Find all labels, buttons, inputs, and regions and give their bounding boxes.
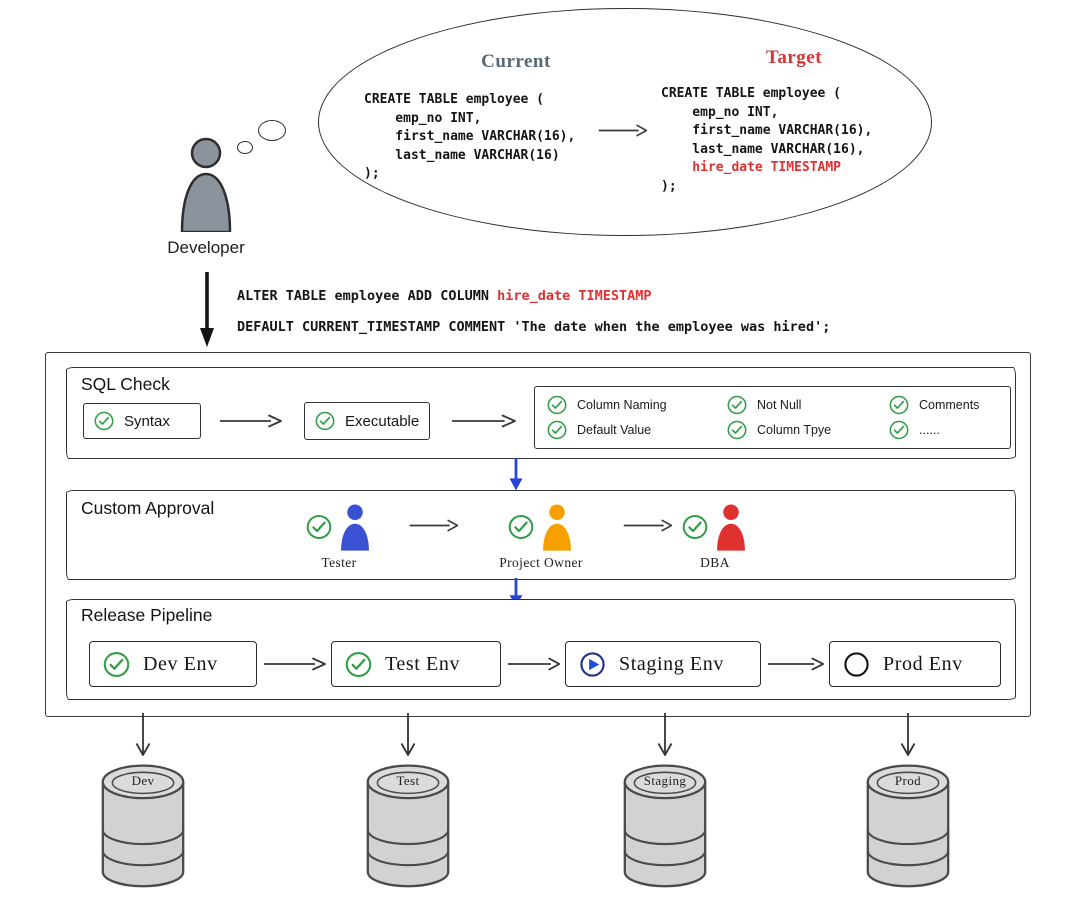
check-icon bbox=[682, 514, 708, 540]
db-arrow-icon bbox=[899, 712, 917, 758]
alter-sql-statement: ALTER TABLE employee ADD COLUMN hire_dat… bbox=[237, 281, 830, 343]
check-icon bbox=[345, 651, 372, 678]
approver-label: Project Owner bbox=[499, 555, 583, 570]
approver-icons bbox=[682, 502, 749, 552]
database-staging: Staging bbox=[617, 757, 713, 891]
flow-arrow-icon bbox=[409, 518, 459, 533]
checklist-item-default-value: Default Value bbox=[547, 420, 727, 440]
stage-label: Prod Env bbox=[883, 652, 963, 675]
check-icon bbox=[306, 514, 332, 540]
flow-arrow-icon bbox=[219, 413, 283, 429]
sql-check-section: SQL Check Syntax Executable Column Namin… bbox=[66, 367, 1016, 459]
alter-line1-prefix: ALTER TABLE employee ADD COLUMN bbox=[237, 288, 498, 304]
alter-line-2: DEFAULT CURRENT_TIMESTAMP COMMENT 'The d… bbox=[237, 319, 831, 335]
stage-dev-env: Dev Env bbox=[89, 641, 257, 687]
stage-staging-env: Staging Env bbox=[565, 641, 761, 687]
target-sql-code: CREATE TABLE employee ( emp_no INT, firs… bbox=[661, 85, 872, 196]
approver-label: DBA bbox=[700, 555, 730, 570]
check-icon bbox=[727, 395, 747, 415]
database-label: Prod bbox=[894, 773, 922, 788]
pending-circle-icon bbox=[843, 651, 870, 678]
check-icon bbox=[315, 411, 335, 431]
check-icon bbox=[508, 514, 534, 540]
custom-approval-section: Custom Approval Tester Project Owner DBA bbox=[66, 490, 1016, 580]
flow-arrow-icon bbox=[263, 656, 327, 672]
stage-prod-env: Prod Env bbox=[829, 641, 1001, 687]
checklist-label: Column Tpye bbox=[757, 422, 832, 437]
developer-flow-arrow-icon bbox=[196, 272, 218, 348]
check-icon bbox=[889, 395, 909, 415]
db-arrow-icon bbox=[134, 712, 152, 758]
blue-flow-arrow-icon bbox=[506, 458, 526, 491]
thought-bubble: Current Target CREATE TABLE employee ( e… bbox=[318, 8, 932, 236]
checklist-label: Column Naming bbox=[577, 398, 667, 413]
database-prod: Prod bbox=[860, 757, 956, 891]
check-icon bbox=[547, 395, 567, 415]
target-label: Target bbox=[765, 47, 823, 68]
approver-dba: DBA bbox=[655, 502, 775, 571]
sql-check-step-syntax: Syntax bbox=[83, 403, 201, 439]
checklist-item-column-type: Column Tpye bbox=[727, 420, 889, 440]
database-label: Test bbox=[396, 773, 420, 788]
checklist-item-not-null: Not Null bbox=[727, 395, 889, 415]
release-pipeline-title: Release Pipeline bbox=[81, 605, 213, 625]
stage-test-env: Test Env bbox=[331, 641, 501, 687]
checklist-label: Not Null bbox=[757, 398, 802, 413]
flow-arrow-icon bbox=[507, 656, 561, 672]
check-icon bbox=[889, 420, 909, 440]
approver-icons bbox=[508, 502, 575, 552]
developer-icon bbox=[180, 137, 232, 232]
custom-approval-title: Custom Approval bbox=[81, 498, 215, 518]
project-owner-person-icon bbox=[539, 503, 575, 551]
db-arrow-icon bbox=[656, 712, 674, 758]
stage-label: Staging Env bbox=[619, 652, 724, 675]
target-sql-highlight: hire_date TIMESTAMP bbox=[661, 160, 842, 175]
approver-project-owner: Project Owner bbox=[471, 502, 611, 571]
approver-label: Tester bbox=[321, 555, 357, 570]
checklist-item-comments: Comments bbox=[889, 395, 998, 415]
database-test: Test bbox=[360, 757, 456, 891]
database-label: Dev bbox=[131, 773, 155, 788]
transform-arrow-icon bbox=[598, 123, 648, 138]
sql-check-title: SQL Check bbox=[81, 374, 170, 394]
checklist-label: ...... bbox=[919, 422, 940, 437]
checklist-label: Default Value bbox=[577, 422, 652, 437]
alter-line1-highlight: hire_date TIMESTAMP bbox=[497, 288, 652, 304]
thought-circle-large bbox=[258, 120, 286, 141]
check-icon bbox=[94, 411, 114, 431]
tester-person-icon bbox=[337, 503, 373, 551]
database-dev: Dev bbox=[95, 757, 191, 891]
stage-label: Dev Env bbox=[143, 652, 218, 675]
target-sql-post: ); bbox=[661, 178, 677, 194]
current-sql-code: CREATE TABLE employee ( emp_no INT, firs… bbox=[364, 92, 576, 181]
rule-checklist-box: Column Naming Not Null Comments Default … bbox=[534, 386, 1011, 449]
current-label: Current bbox=[481, 51, 551, 72]
checklist-label: Comments bbox=[919, 398, 980, 413]
thought-circle-small bbox=[237, 141, 253, 154]
sql-check-step-executable: Executable bbox=[304, 402, 430, 440]
checklist-item-more: ...... bbox=[889, 420, 998, 440]
release-pipeline-section: Release Pipeline Dev Env Test Env Stagin… bbox=[66, 599, 1016, 700]
check-icon bbox=[727, 420, 747, 440]
approver-tester: Tester bbox=[279, 502, 399, 571]
database-label: Staging bbox=[643, 773, 687, 788]
alter-line-1: ALTER TABLE employee ADD COLUMN hire_dat… bbox=[237, 281, 830, 312]
play-icon bbox=[579, 651, 606, 678]
stage-label: Test Env bbox=[385, 652, 461, 675]
check-icon bbox=[103, 651, 130, 678]
checklist-item-column-naming: Column Naming bbox=[547, 395, 727, 415]
target-sql-pre: CREATE TABLE employee ( emp_no INT, firs… bbox=[661, 86, 873, 157]
db-arrow-icon bbox=[399, 712, 417, 758]
flow-arrow-icon bbox=[767, 656, 825, 672]
executable-step-label: Executable bbox=[345, 412, 420, 430]
flow-arrow-icon bbox=[451, 413, 517, 429]
syntax-step-label: Syntax bbox=[124, 412, 170, 430]
dba-person-icon bbox=[713, 503, 749, 551]
developer-label: Developer bbox=[167, 238, 245, 257]
check-icon bbox=[547, 420, 567, 440]
approver-icons bbox=[306, 502, 373, 552]
